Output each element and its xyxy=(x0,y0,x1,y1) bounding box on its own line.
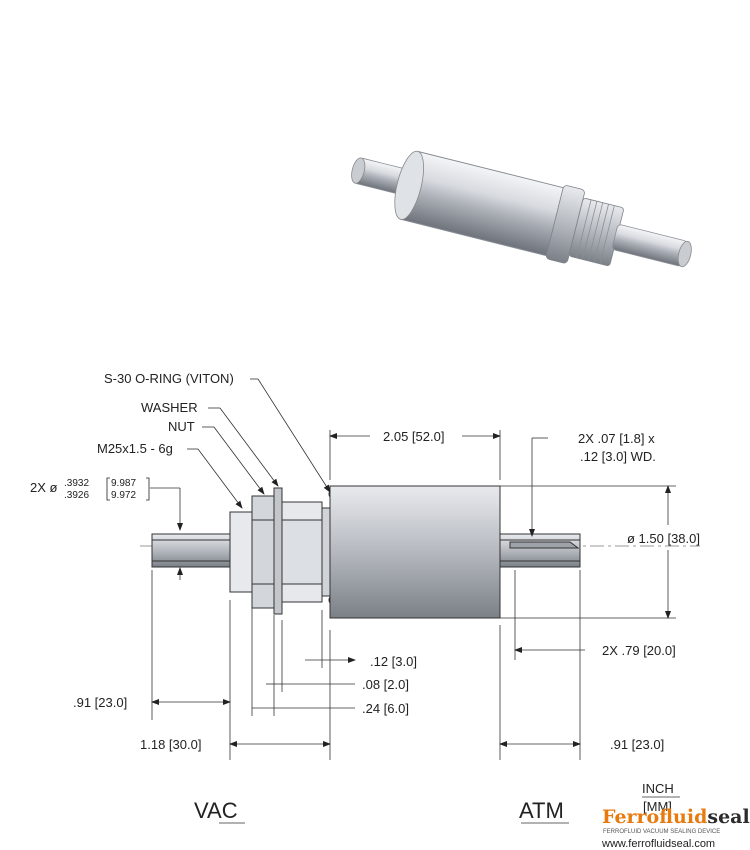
dimension-lines xyxy=(150,378,680,824)
washer-label: WASHER xyxy=(141,400,198,415)
shaft-dia-prefix: 2X ø xyxy=(30,480,58,495)
thread-label: M25x1.5 - 6g xyxy=(97,441,173,456)
logo-wordmark: Ferrofluidseal xyxy=(602,806,750,828)
logo-tagline: FERROFLUID VACUUM SEALING DEVICE xyxy=(603,829,720,835)
drawing-labels: S-30 O-RING (VITON) WASHER NUT M25x1.5 -… xyxy=(30,371,700,823)
housing-length-label: 2.05 [52.0] xyxy=(383,429,444,444)
shaft-extension-label: 2X .79 [20.0] xyxy=(602,643,676,658)
nut-label: NUT xyxy=(168,419,195,434)
seal-drawing xyxy=(140,485,700,619)
dim-012-label: .12 [3.0] xyxy=(370,654,417,669)
dim-118-label: 1.18 [30.0] xyxy=(140,737,201,752)
vac-side-label: VAC xyxy=(194,798,238,823)
tolerance-bracket xyxy=(106,477,150,501)
housing-diameter-label: ø 1.50 [38.0] xyxy=(627,531,700,546)
ferrofluidseal-logo: Ferrofluidseal FERROFLUID VACUUM SEALING… xyxy=(601,806,750,850)
dim-008-label: .08 [2.0] xyxy=(362,677,409,692)
shaft-dia-upper-mm: 9.987 xyxy=(111,478,136,489)
product-render xyxy=(351,150,692,268)
dim-091-left-label: .91 [23.0] xyxy=(73,695,127,710)
flat-label-line1: 2X .07 [1.8] x xyxy=(578,431,655,446)
flat-label-line2: .12 [3.0] WD. xyxy=(580,449,656,464)
unit-mm-label: [MM] xyxy=(643,799,672,814)
oring-label: S-30 O-RING (VITON) xyxy=(104,371,234,386)
shaft-dia-upper-in: .3932 xyxy=(64,478,89,489)
atm-side-label: ATM xyxy=(519,798,564,823)
shaft-dia-lower-in: .3926 xyxy=(64,490,89,501)
dim-091-right-label: .91 [23.0] xyxy=(610,737,664,752)
logo-url: www.ferrofluidseal.com xyxy=(601,838,715,850)
shaft-dia-lower-mm: 9.972 xyxy=(111,490,136,501)
unit-inch-label: INCH xyxy=(642,781,674,796)
dim-024-label: .24 [6.0] xyxy=(362,701,409,716)
